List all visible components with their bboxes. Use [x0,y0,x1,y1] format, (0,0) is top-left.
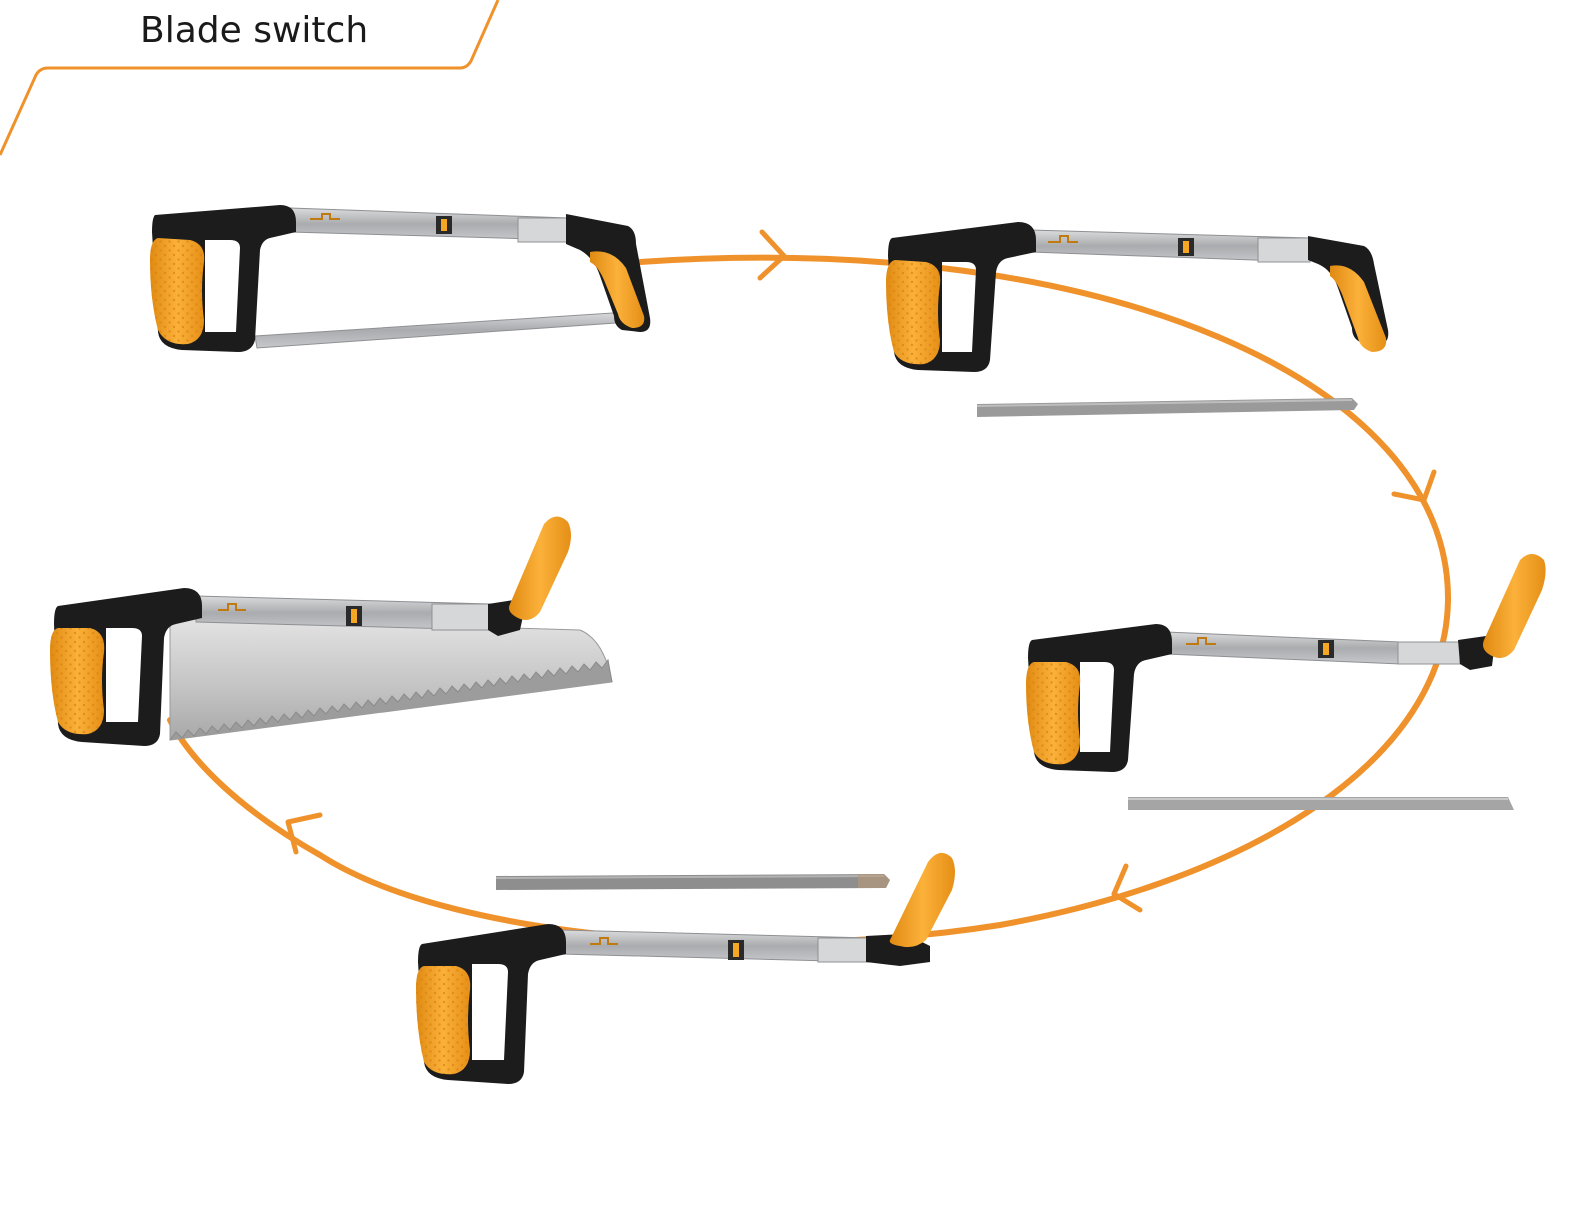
hacksaw-folded-frame-icon [1026,554,1546,772]
loose-blade-icon [976,398,1358,417]
arrow-bottom-icon [1111,863,1143,913]
page-title: Blade switch [140,10,368,51]
folded-beam [1165,631,1401,665]
beam-collar [517,217,569,243]
hacksaw-open-frame-icon [886,222,1389,372]
hacksaw-with-blade-icon [150,205,651,352]
cycle-path [167,254,1452,946]
handsaw-mode-icon [50,516,613,746]
header-tab: Blade switch [0,0,500,156]
cycle-loop [167,229,1452,946]
arrow-left-icon [285,812,323,855]
loose-blade-icon [495,874,890,890]
header-tab-outline [0,0,500,156]
handsaw-teeth [169,658,613,741]
hacksaw-blade [254,311,631,349]
loose-blade-icon [1128,797,1514,810]
hacksaw-folded-new-blade-icon [416,852,955,1084]
arrow-right-icon [1391,469,1437,503]
arrow-top-icon [757,229,787,281]
